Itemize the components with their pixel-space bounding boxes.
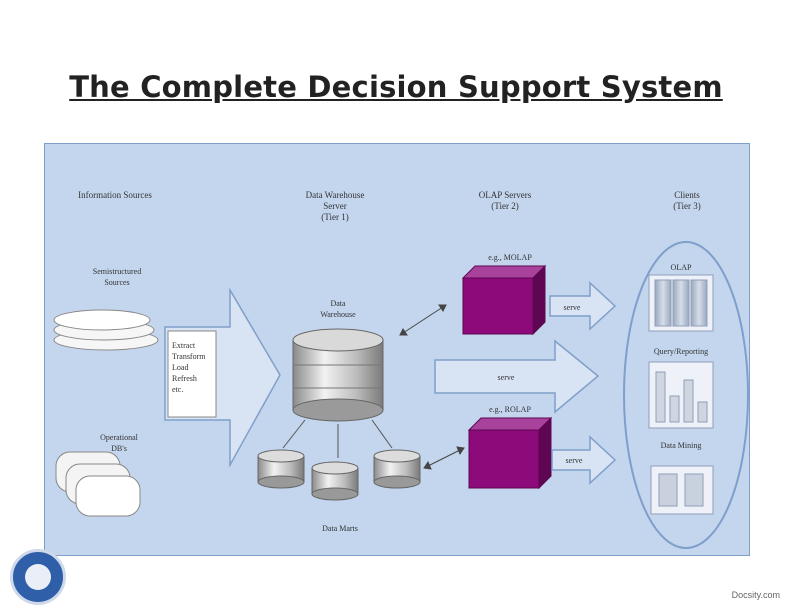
data-mart-icon-2 [311,461,359,501]
column-information-sources: Information Sources [78,190,152,200]
data-marts-label: Data Marts [322,524,358,533]
rolap-label: e.g., ROLAP [489,405,531,414]
dw-to-marts-arrows [282,419,393,458]
slide-title: The Complete Decision Support System [69,70,723,104]
etl-steps-label: Extract Transform Load Refresh etc. [172,341,206,394]
molap-label: e.g., MOLAP [488,253,532,262]
serve-label-top: serve [563,303,581,312]
footer-watermark: Docsity.com [731,590,780,600]
rolap-cube-icon [467,416,553,490]
data-warehouse-label: Data Warehouse [320,299,356,319]
query-reporting-client-icon [648,361,714,429]
clients-oval [623,241,749,549]
olap-client-icon [648,274,714,332]
molap-cube-icon [461,264,547,336]
data-mart-icon-1 [257,449,305,489]
column-olap-servers: OLAP Servers (Tier 2) [478,190,532,211]
university-logo [10,549,66,605]
column-dw-server: Data Warehouse Server (Tier 1) [305,190,365,222]
etl-steps-box [167,330,217,418]
client-olap-label: OLAP [670,263,692,272]
serve-label-bottom: serve [565,456,583,465]
serve-arrow-top [549,281,617,331]
serve-arrow-middle [434,339,600,414]
dw-olap-connectors [399,304,465,470]
semistructured-sources-icon [53,309,159,351]
operational-dbs-label: Operational DB's [100,433,138,453]
semistructured-sources-label: Semistructured Sources [92,267,142,287]
serve-label-middle: serve [497,373,515,382]
column-clients: Clients (Tier 3) [673,190,701,211]
client-query-label: Query/Reporting [653,347,709,356]
data-warehouse-icon [292,328,384,422]
serve-arrow-bottom [551,435,617,485]
data-mart-icon-3 [373,449,421,489]
data-mining-client-icon [650,465,714,515]
client-mining-label: Data Mining [660,441,702,450]
operational-dbs-icon [55,451,141,517]
